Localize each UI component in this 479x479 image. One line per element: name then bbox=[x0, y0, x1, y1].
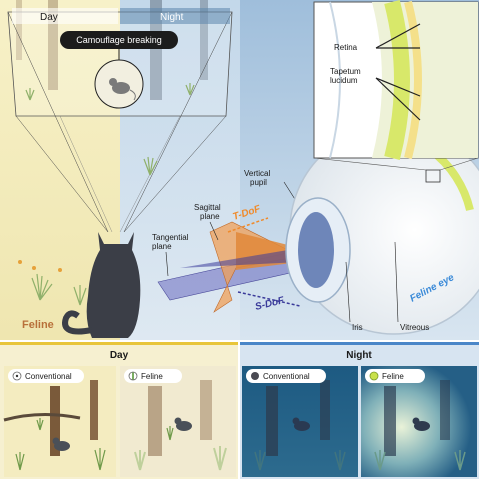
day-label: Day bbox=[40, 12, 58, 23]
tile-night-feline bbox=[361, 366, 477, 477]
cat-silhouette bbox=[62, 232, 141, 338]
flowers bbox=[18, 260, 62, 272]
iris-leader bbox=[345, 261, 351, 323]
retina-arrow-1 bbox=[375, 23, 421, 49]
glowing-pupil-icon bbox=[369, 371, 379, 381]
t-dof-arrow bbox=[227, 217, 269, 233]
feline-label: Feline bbox=[22, 319, 54, 331]
vitreous-leader bbox=[394, 241, 399, 323]
round-pupil-dot-icon bbox=[15, 374, 19, 378]
camouflage-pill bbox=[60, 31, 178, 49]
iris-shape bbox=[298, 212, 334, 288]
tile-day-feline bbox=[120, 366, 236, 477]
ray-cone-left bbox=[180, 248, 300, 268]
feline-eye bbox=[285, 125, 479, 335]
inset-connector-2 bbox=[439, 157, 479, 171]
pill-night-feline bbox=[365, 369, 425, 383]
pill-day-conventional bbox=[8, 369, 84, 383]
zoom-marker bbox=[425, 169, 441, 183]
day-trees bbox=[16, 0, 58, 90]
camouflage-label: Camouflage breaking bbox=[76, 35, 162, 45]
tile-day-conventional bbox=[3, 366, 116, 477]
label-day-conventional: Conventional bbox=[25, 372, 72, 381]
tapetum-arrow-2 bbox=[375, 77, 421, 97]
s-dof-arrow bbox=[237, 291, 301, 307]
mouse-icon bbox=[109, 78, 136, 101]
tile-night-conventional bbox=[242, 366, 358, 477]
bottom-night-title: Night bbox=[346, 350, 372, 361]
retina-band bbox=[404, 1, 422, 159]
tapetum-layer bbox=[384, 0, 410, 160]
bottom-day-title: Day bbox=[110, 350, 129, 361]
sagittal-leader bbox=[209, 221, 219, 241]
tangential-leader bbox=[165, 251, 169, 277]
label-day-feline: Feline bbox=[141, 372, 163, 381]
grass-patches bbox=[25, 83, 195, 306]
night-label: Night bbox=[160, 12, 184, 23]
iris-label: Iris bbox=[352, 323, 363, 332]
pill-day-feline bbox=[124, 369, 182, 383]
label-night-feline: Feline bbox=[382, 372, 404, 381]
night-trees bbox=[150, 0, 208, 100]
retina-label: Retina bbox=[334, 43, 358, 52]
inset-connector-1 bbox=[313, 157, 427, 171]
dilated-pupil-icon bbox=[251, 372, 259, 380]
retina-inset bbox=[313, 0, 479, 160]
night-header-bg bbox=[120, 8, 230, 24]
day-header-bg bbox=[12, 8, 118, 24]
tapetum-arrow-1 bbox=[375, 77, 421, 121]
day-accent-bar bbox=[0, 342, 238, 345]
slit-pupil-bar-icon bbox=[132, 372, 134, 380]
vitreous-label: Vitreous bbox=[400, 323, 429, 332]
pill-night-conventional bbox=[246, 369, 326, 383]
label-night-conventional: Conventional bbox=[263, 372, 310, 381]
night-accent-bar bbox=[240, 342, 479, 345]
